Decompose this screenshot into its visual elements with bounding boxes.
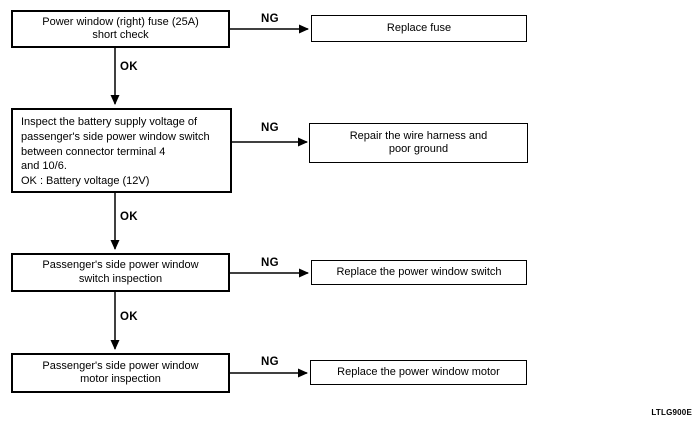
result-box-replace-fuse: Replace fuse: [311, 15, 527, 42]
ng-label-4: NG: [261, 356, 279, 368]
step-box-motor-inspection: Passenger's side power window motor insp…: [11, 353, 230, 393]
ng-label-3: NG: [261, 257, 279, 269]
ng-label-1: NG: [261, 13, 279, 25]
ok-label-3: OK: [120, 311, 138, 323]
result-box-replace-motor: Replace the power window motor: [310, 360, 527, 385]
figure-code: LTLG900E: [651, 408, 692, 417]
ng-label-2: NG: [261, 122, 279, 134]
step-box-switch-inspection: Passenger's side power window switch ins…: [11, 253, 230, 292]
step-box-battery-voltage-inspection: Inspect the battery supply voltage of pa…: [11, 108, 232, 193]
result-box-repair-harness: Repair the wire harness and poor ground: [309, 123, 528, 163]
result-box-replace-switch: Replace the power window switch: [311, 260, 527, 285]
ok-label-2: OK: [120, 211, 138, 223]
step-box-fuse-check: Power window (right) fuse (25A) short ch…: [11, 10, 230, 48]
ok-label-1: OK: [120, 61, 138, 73]
